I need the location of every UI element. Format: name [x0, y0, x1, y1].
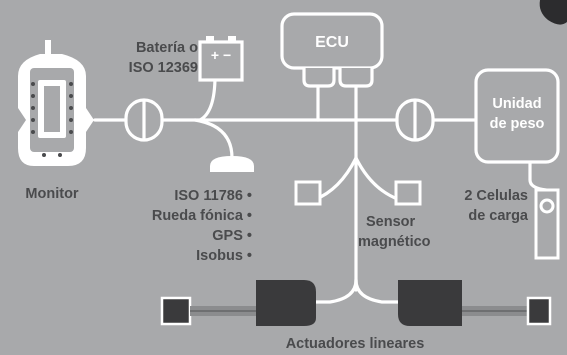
load-cell-wire — [528, 160, 548, 192]
battery-label-line-2: ISO 12369 — [129, 60, 198, 76]
load-cells-label-line-2: de carga — [468, 208, 529, 224]
actuators-label: Actuadores lineares — [286, 336, 425, 352]
actuator-right — [398, 280, 552, 326]
load-cell-icon — [534, 188, 560, 260]
ecu-label: ECU — [315, 34, 349, 51]
weight-unit-line-2: de peso — [490, 116, 545, 132]
load-cells-label-line-1: 2 Celulas — [464, 188, 528, 204]
input-wheel-label: Rueda fónica • — [152, 208, 252, 224]
actuator-left-wire — [310, 278, 358, 304]
monitor-antenna-icon — [45, 40, 51, 56]
input-plug-icon — [210, 156, 254, 172]
input-isobus-label: Isobus • — [196, 248, 252, 264]
magnetic-sensor-right — [394, 180, 422, 206]
input-plug-wire — [193, 118, 234, 160]
monitor-label: Monitor — [25, 186, 79, 202]
ecu-box: ECU — [280, 12, 384, 88]
battery-terminals-label: + − — [211, 47, 231, 63]
weight-unit-box: Unidad de peso — [474, 68, 560, 164]
actuator-left — [160, 280, 316, 326]
corner-device-icon — [539, 0, 567, 25]
input-iso11786-label: ISO 11786 • — [174, 188, 252, 204]
input-gps-label: GPS • — [212, 228, 252, 244]
actuator-right-wire — [354, 278, 400, 304]
connector-left — [124, 98, 164, 142]
monitor-device — [18, 40, 94, 166]
magnetic-sensor-left — [294, 180, 322, 206]
connector-right — [395, 98, 435, 142]
weight-unit-line-1: Unidad — [492, 96, 541, 112]
battery-label-line-1: Batería o — [136, 40, 198, 56]
sensor-label-line-2: magnético — [358, 234, 431, 250]
sensor-label-line-1: Sensor — [366, 214, 416, 230]
battery-wire — [198, 74, 217, 122]
sensor-right-wire — [354, 156, 402, 202]
battery-icon: + − — [198, 36, 244, 82]
